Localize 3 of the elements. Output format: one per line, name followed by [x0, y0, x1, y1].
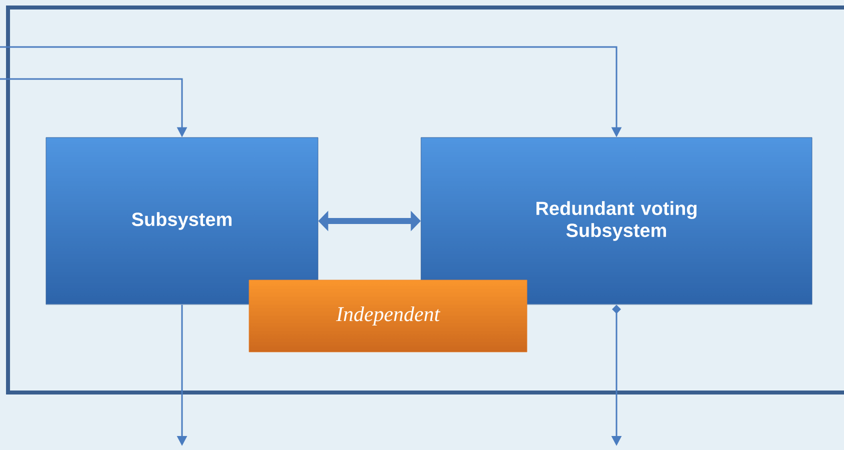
system-frame: [6, 6, 844, 394]
subsystem-box: Subsystem: [46, 137, 318, 305]
tag-box: Independent: [248, 280, 528, 352]
